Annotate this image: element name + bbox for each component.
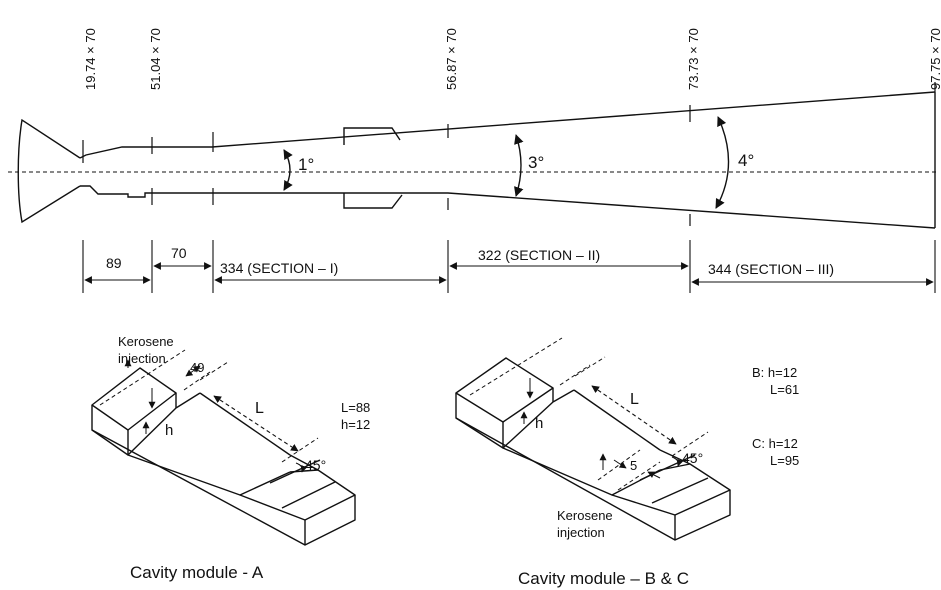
length-label-70: 70: [171, 245, 187, 261]
length-dimensions: [82, 240, 936, 293]
angle-arc-3: [514, 134, 524, 197]
module-a-caption: Cavity module - A: [130, 563, 264, 582]
cavity-module-bc-drawing: [455, 337, 731, 541]
module-b-param-L: L=61: [770, 382, 799, 397]
station-labels: 19.74 × 70 51.04 × 70 56.87 × 70 73.73 ×…: [83, 28, 941, 90]
module-a-param-h: h=12: [341, 417, 370, 432]
length-label-section-3: 344 (SECTION – III): [708, 261, 834, 277]
module-a-angle: 45°: [305, 457, 326, 473]
module-bc-caption: Cavity module – B & C: [518, 569, 689, 588]
module-a-dim-h: h: [165, 422, 173, 439]
module-bc-dim-h: h: [535, 415, 543, 432]
module-a-injection-label-2: injection: [118, 351, 166, 366]
length-label-section-1: 334 (SECTION – I): [220, 260, 338, 276]
upper-wall: [79, 91, 936, 159]
lower-cavity: [343, 193, 403, 209]
angle-label-4: 4°: [738, 151, 754, 170]
angle-label-3: 3°: [528, 153, 544, 172]
module-bc-dim-L: L: [630, 391, 639, 408]
module-a-dim-49: 49: [190, 360, 204, 375]
module-bc-injection-label-1: Kerosene: [557, 508, 613, 523]
cavity-module-a-drawing: [91, 349, 356, 546]
module-c-param-h: C: h=12: [752, 436, 798, 451]
combustor-profile: [8, 82, 938, 229]
length-label-89: 89: [106, 255, 122, 271]
module-a-dim-L: L: [255, 400, 264, 417]
module-bc-injection-label-2: injection: [557, 525, 605, 540]
station-label-2: 51.04 × 70: [148, 28, 163, 90]
station-label-5: 97.75 × 70: [928, 28, 941, 90]
module-c-param-L: L=95: [770, 453, 799, 468]
station-label-1: 19.74 × 70: [83, 28, 98, 90]
angle-arc-4: [715, 116, 730, 209]
module-a-injection-label-1: Kerosene: [118, 334, 174, 349]
module-a-param-L: L=88: [341, 400, 370, 415]
module-b-param-h: B: h=12: [752, 365, 797, 380]
module-bc-angle: 45°: [682, 450, 703, 466]
station-label-4: 73.73 × 70: [686, 28, 701, 90]
angle-label-1: 1°: [298, 155, 314, 174]
length-label-section-2: 322 (SECTION – II): [478, 247, 600, 263]
upper-cavity: [343, 127, 401, 145]
station-ticks: [82, 82, 936, 226]
lower-wall: [80, 185, 936, 229]
station-label-3: 56.87 × 70: [444, 28, 459, 90]
module-bc-dim-5: 5: [630, 458, 637, 473]
inlet-nozzle: [17, 118, 81, 224]
angle-arc-1: [283, 149, 293, 191]
